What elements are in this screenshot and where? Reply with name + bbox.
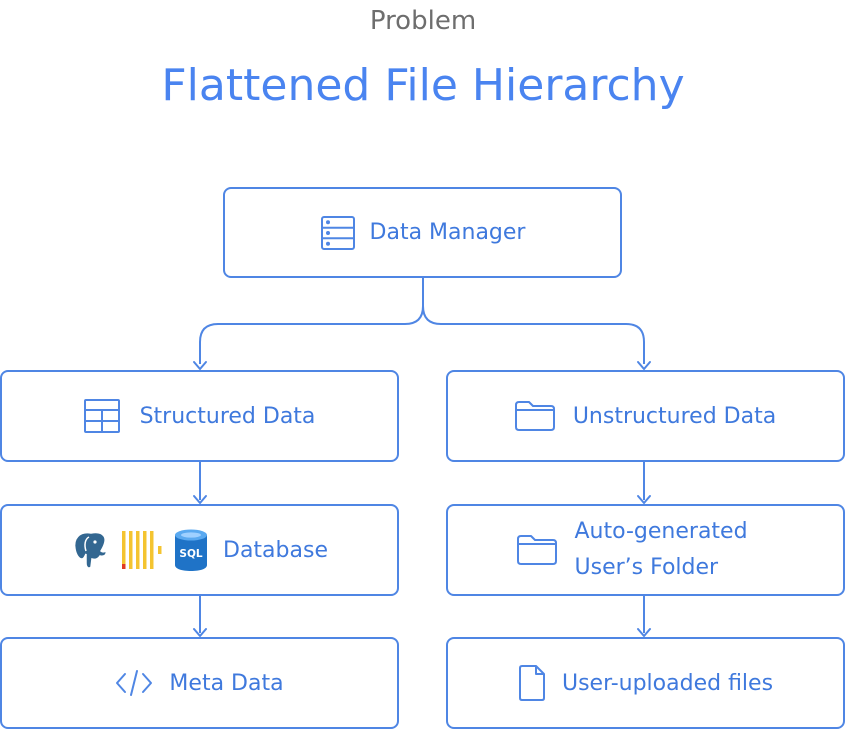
node-label: Unstructured Data bbox=[572, 403, 777, 429]
clickhouse-icon bbox=[121, 530, 163, 570]
split-connector-right bbox=[422, 305, 645, 364]
file-icon bbox=[518, 665, 546, 701]
split-connector bbox=[199, 277, 424, 364]
node-label: Data Manager bbox=[369, 220, 526, 245]
arrowhead bbox=[637, 495, 651, 504]
arrowhead bbox=[193, 495, 207, 504]
postgresql-icon bbox=[71, 529, 111, 571]
arrowhead bbox=[637, 628, 651, 637]
node-meta-data: Meta Data bbox=[0, 637, 399, 729]
node-label: User-uploaded files bbox=[561, 670, 774, 696]
arrowhead bbox=[637, 361, 651, 370]
sql-database-icon: SQL bbox=[173, 528, 209, 572]
node-structured-data: Structured Data bbox=[0, 370, 399, 462]
folder-icon bbox=[514, 401, 555, 431]
code-icon bbox=[115, 669, 153, 697]
node-label-multiline: Auto-generated User’s Folder bbox=[575, 514, 775, 586]
table-icon bbox=[83, 399, 120, 433]
node-label: Structured Data bbox=[139, 403, 316, 429]
node-unstructured-data: Unstructured Data bbox=[446, 370, 845, 462]
node-label-line: User’s Folder bbox=[574, 555, 719, 580]
server-icon bbox=[320, 215, 356, 251]
diagram-subtitle: Problem bbox=[369, 6, 477, 36]
node-label: Database bbox=[223, 537, 328, 563]
node-label: Meta Data bbox=[169, 670, 284, 696]
folder-icon bbox=[516, 535, 557, 565]
node-user-uploaded-files: User-uploaded files bbox=[446, 637, 845, 729]
arrowhead bbox=[193, 628, 207, 637]
node-user-folder: Auto-generated User’s Folder bbox=[446, 504, 845, 596]
node-data-manager: Data Manager bbox=[223, 187, 622, 278]
svg-text:SQL: SQL bbox=[179, 548, 202, 560]
node-database: SQL Database bbox=[0, 504, 399, 596]
diagram-title: Flattened File Hierarchy bbox=[161, 60, 685, 111]
node-label-line: Auto-generated bbox=[574, 519, 748, 544]
arrowhead bbox=[193, 361, 207, 370]
